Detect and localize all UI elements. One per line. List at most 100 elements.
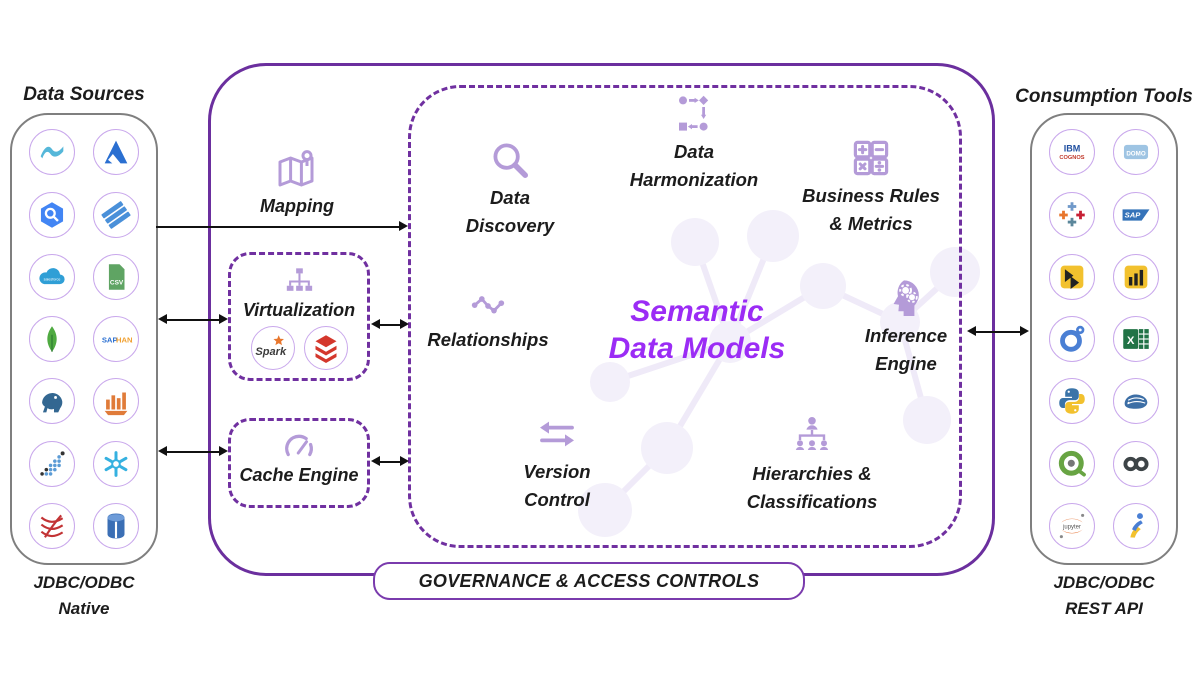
jdbc-odbc-label: JDBC/ODBC [33,573,135,592]
svg-text:COGNOS: COGNOS [1059,155,1084,161]
databricks-icon [303,326,348,370]
svg-text:salesforce: salesforce [43,277,60,281]
consumption-tools-footer: JDBC/ODBC REST API [1030,570,1178,622]
governance-pill: GOVERNANCE & ACCESS CONTROLS [373,562,805,600]
mapping-block: Mapping [227,148,367,217]
data-warehouse-icon [93,378,140,425]
sql-server-icon [28,502,75,549]
governance-label: GOVERNANCE & ACCESS CONTROLS [418,570,760,591]
svg-text:CSV: CSV [110,279,124,286]
relationships-feature: Relationships [378,286,598,354]
native-label: Native [58,599,110,618]
tableau-icon [1048,191,1095,238]
swap-arrows-icon [533,410,581,458]
cache-engine-box: Cache Engine [228,418,370,508]
arrow-cache-models [371,456,409,466]
mongodb-icon [28,316,75,362]
redshift-icon [93,502,140,549]
snowflake-icon [93,440,140,487]
data-discovery-feature: Data Discovery [400,136,620,240]
magnifier-icon [486,136,534,184]
svg-text:HANA: HANA [116,335,133,344]
dataiku-icon [1113,378,1160,425]
semantic-data-models-title: Semantic Data Models [547,293,847,367]
feature-label: Hierarchies & [752,463,872,484]
arrow-virtualization-models [371,319,409,329]
infinity-tool-icon [1113,440,1160,487]
bigquery-icon [28,191,75,238]
sap-hana-icon: SAPHANA [93,316,140,362]
svg-text:Spark: Spark [255,346,287,358]
arrow-sources-cache [158,446,228,456]
spark-icon: Spark [250,326,295,370]
feature-label: Classifications [746,491,878,512]
azure-icon [93,129,140,176]
data-sources-title: Data Sources [23,84,145,105]
business-rules-feature: Business Rules & Metrics [761,134,981,238]
arrow-sources-to-models [156,221,408,231]
yellowfin-icon [1048,253,1095,300]
excel-icon: X [1113,316,1160,362]
apache-pinot-icon [28,440,75,487]
svg-text:X: X [1127,335,1135,347]
qlik-icon [1048,440,1095,487]
org-tree-icon [280,262,318,300]
people-tree-icon [788,412,836,460]
semantic-models-box [408,85,962,548]
virtualization-label: Virtualization [242,300,356,320]
feature-label: Relationships [427,329,549,350]
hierarchies-feature: Hierarchies & Classifications [702,412,922,516]
virtualization-box: Virtualization Spark [228,252,370,381]
map-pin-icon [273,148,321,196]
domo-icon: DOMO [1113,129,1160,176]
feature-label: & Metrics [829,213,913,234]
feature-label: Harmonization [629,169,759,190]
title-line: Data Models [608,332,786,365]
feature-label: Inference [864,325,948,346]
feature-label: Version [523,461,591,482]
svg-text:DOMO: DOMO [1127,151,1147,158]
flow-shapes-icon [670,90,718,138]
calculator-grid-icon [847,134,895,182]
azure-data-lake-icon [28,129,75,176]
feature-label: Data [489,187,531,208]
consumption-tools-title: Consumption Tools [1015,86,1193,107]
network-graph-watermark [555,210,995,540]
parquet-icon [93,191,140,238]
data-harmonization-feature: Data Harmonization [584,90,804,194]
salesforce-icon: salesforce [28,253,75,300]
svg-text:SAP: SAP [1125,210,1142,219]
feature-label: Control [524,489,590,510]
feature-label: Discovery [465,215,555,236]
version-control-feature: Version Control [447,410,667,514]
data-sources-footer: JDBC/ODBC Native [10,570,158,622]
python-icon [1048,378,1095,425]
powerbi-icon [1113,253,1160,300]
mapping-label: Mapping [260,196,334,216]
jdbc-odbc-label: JDBC/ODBC [1053,573,1155,592]
looker-icon [1048,316,1095,362]
rest-api-label: REST API [1065,599,1143,618]
sap-icon: SAP [1113,191,1160,238]
gauge-icon [279,429,319,465]
svg-text:SAP: SAP [102,335,118,344]
arrow-models-consumption [967,326,1029,336]
arrow-sources-virtualization [158,314,228,324]
csv-file-icon: CSV [93,253,140,300]
svg-text:IBM: IBM [1063,144,1080,154]
title-line: Semantic [630,295,764,328]
inference-engine-feature: Inference Engine [796,274,1016,378]
cache-engine-label: Cache Engine [239,465,359,485]
feature-label: Engine [875,353,937,374]
feature-label: Business Rules [802,185,940,206]
svg-text:jupyter: jupyter [1062,524,1081,530]
postgresql-icon [28,378,75,425]
jupyter-icon: jupyter [1048,502,1095,549]
virtualization-logos: Spark [250,326,348,370]
feature-label: Data [673,141,715,162]
zigzag-dots-icon [464,286,512,326]
